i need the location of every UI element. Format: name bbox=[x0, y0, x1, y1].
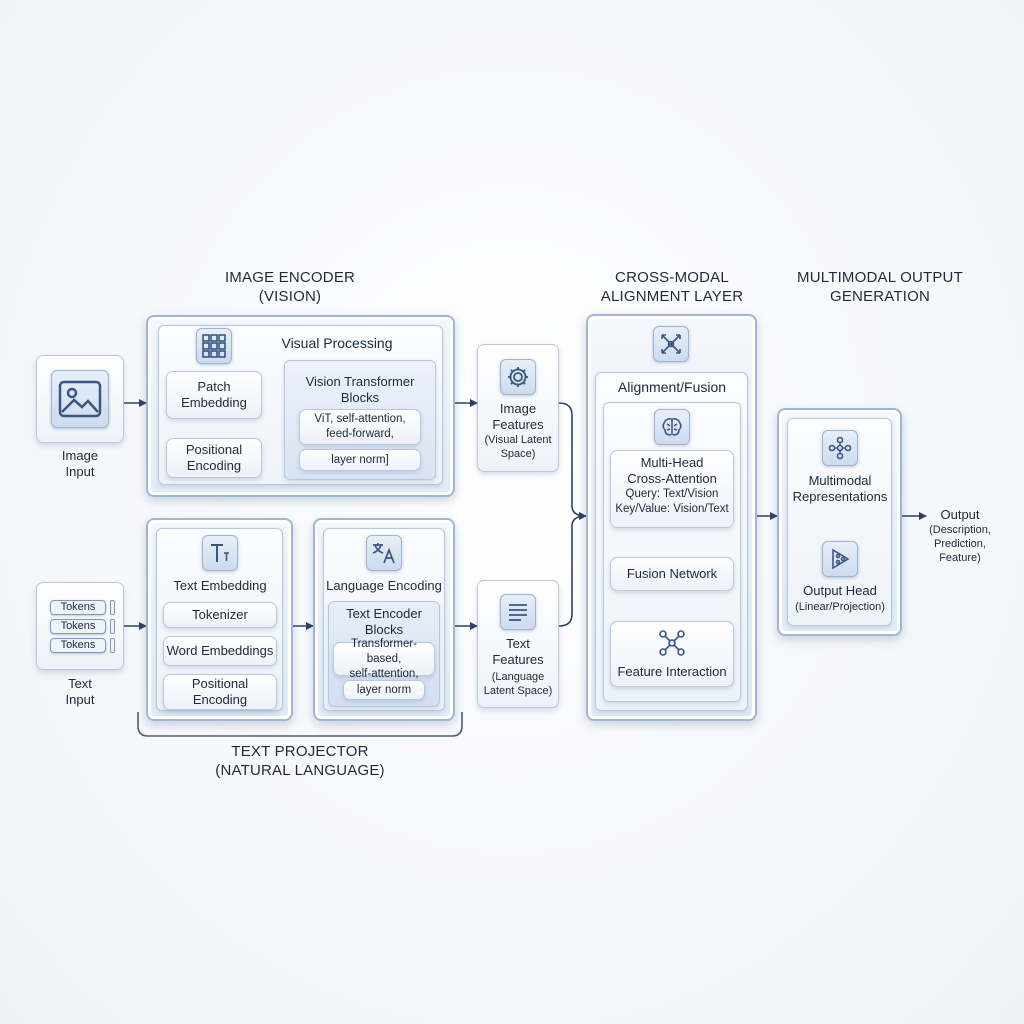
text-type-icon bbox=[202, 535, 238, 571]
text-input-label: Text Input bbox=[65, 676, 95, 707]
translate-icon bbox=[366, 535, 402, 571]
text-encoder-layer-norm-box: layer norm bbox=[343, 680, 425, 700]
text-features-label: Text Features bbox=[492, 636, 544, 667]
language-encoding-title: Language Encoding bbox=[326, 578, 442, 593]
heading-output-generation: MULTIMODAL OUTPUT GENERATION bbox=[797, 269, 963, 305]
text-encoder-title: Text Encoder Blocks bbox=[346, 606, 422, 637]
image-input-label: Image Input bbox=[61, 448, 99, 479]
output-sub: (Description, Prediction, Feature) bbox=[929, 524, 991, 564]
text-input-card[interactable]: Tokens Tokens Tokens bbox=[36, 582, 124, 670]
text-encoder-detail-box: Transformer-based,self-attention, bbox=[333, 638, 435, 680]
merge-image-features bbox=[558, 402, 587, 517]
multimodal-representations-label: Multimodal Representations bbox=[792, 473, 888, 504]
output-head-label: Output Head bbox=[803, 583, 877, 598]
heading-cross-modal: CROSS-MODAL ALIGNMENT LAYER bbox=[600, 269, 744, 305]
token-scrollbar bbox=[110, 600, 115, 615]
image-features-sub: (Visual Latent Space) bbox=[484, 434, 552, 460]
visual-processing-title: Visual Processing bbox=[281, 335, 393, 351]
text-projector-bracket bbox=[137, 712, 463, 737]
word-embeddings-box[interactable]: Word Embeddings bbox=[163, 636, 277, 666]
gear-icon bbox=[500, 359, 536, 395]
output-head-icon bbox=[822, 541, 858, 577]
brain-icon bbox=[654, 409, 690, 445]
token-chip: Tokens bbox=[50, 619, 106, 634]
multi-head-cross-attention-box[interactable]: Multi-Head Cross-Attention Query: Text/V… bbox=[610, 450, 734, 528]
vit-detail-box: ViT, self-attention,feed-forward, bbox=[299, 409, 421, 445]
text-features-sub: (Language Latent Space) bbox=[483, 671, 553, 697]
token-chip: Tokens bbox=[50, 638, 106, 653]
text-encoder-blocks[interactable]: Text Encoder Blocks Transformer-based,se… bbox=[328, 601, 440, 707]
image-features-card[interactable]: Image Features (Visual Latent Space) bbox=[477, 344, 559, 472]
text-features-card[interactable]: Text Features (Language Latent Space) bbox=[477, 580, 559, 708]
node-graph-icon bbox=[657, 628, 687, 658]
fusion-network-box[interactable]: Fusion Network bbox=[610, 557, 734, 591]
output-title: Output bbox=[940, 507, 980, 522]
network-icon bbox=[653, 326, 689, 362]
image-input-card[interactable] bbox=[36, 355, 124, 443]
token-chip: Tokens bbox=[50, 600, 106, 615]
alignment-fusion-title: Alignment/Fusion bbox=[617, 379, 727, 395]
merge-text-features bbox=[558, 512, 587, 627]
heading-text-projector: TEXT PROJECTOR (NATURAL LANGUAGE) bbox=[215, 743, 385, 779]
image-features-label: Image Features bbox=[492, 401, 544, 432]
output-head-sub: (Linear/Projection) bbox=[795, 601, 885, 613]
node-cluster-icon bbox=[822, 430, 858, 466]
document-icon bbox=[500, 594, 536, 630]
text-embedding-title: Text Embedding bbox=[173, 578, 267, 593]
heading-image-encoder: IMAGE ENCODER (VISION) bbox=[224, 269, 356, 305]
grid-icon bbox=[196, 328, 232, 364]
vision-transformer-block[interactable]: Vision Transformer Blocks ViT, self-atte… bbox=[284, 360, 436, 480]
vit-layer-norm-box: layer norm] bbox=[299, 449, 421, 471]
feature-interaction-box[interactable]: Feature Interaction bbox=[610, 621, 734, 687]
image-icon bbox=[51, 370, 109, 428]
token-scrollbar bbox=[110, 619, 115, 634]
token-scrollbar bbox=[110, 638, 115, 653]
vit-title: Vision Transformer Blocks bbox=[305, 374, 415, 405]
tokenizer-box[interactable]: Tokenizer bbox=[163, 602, 277, 628]
